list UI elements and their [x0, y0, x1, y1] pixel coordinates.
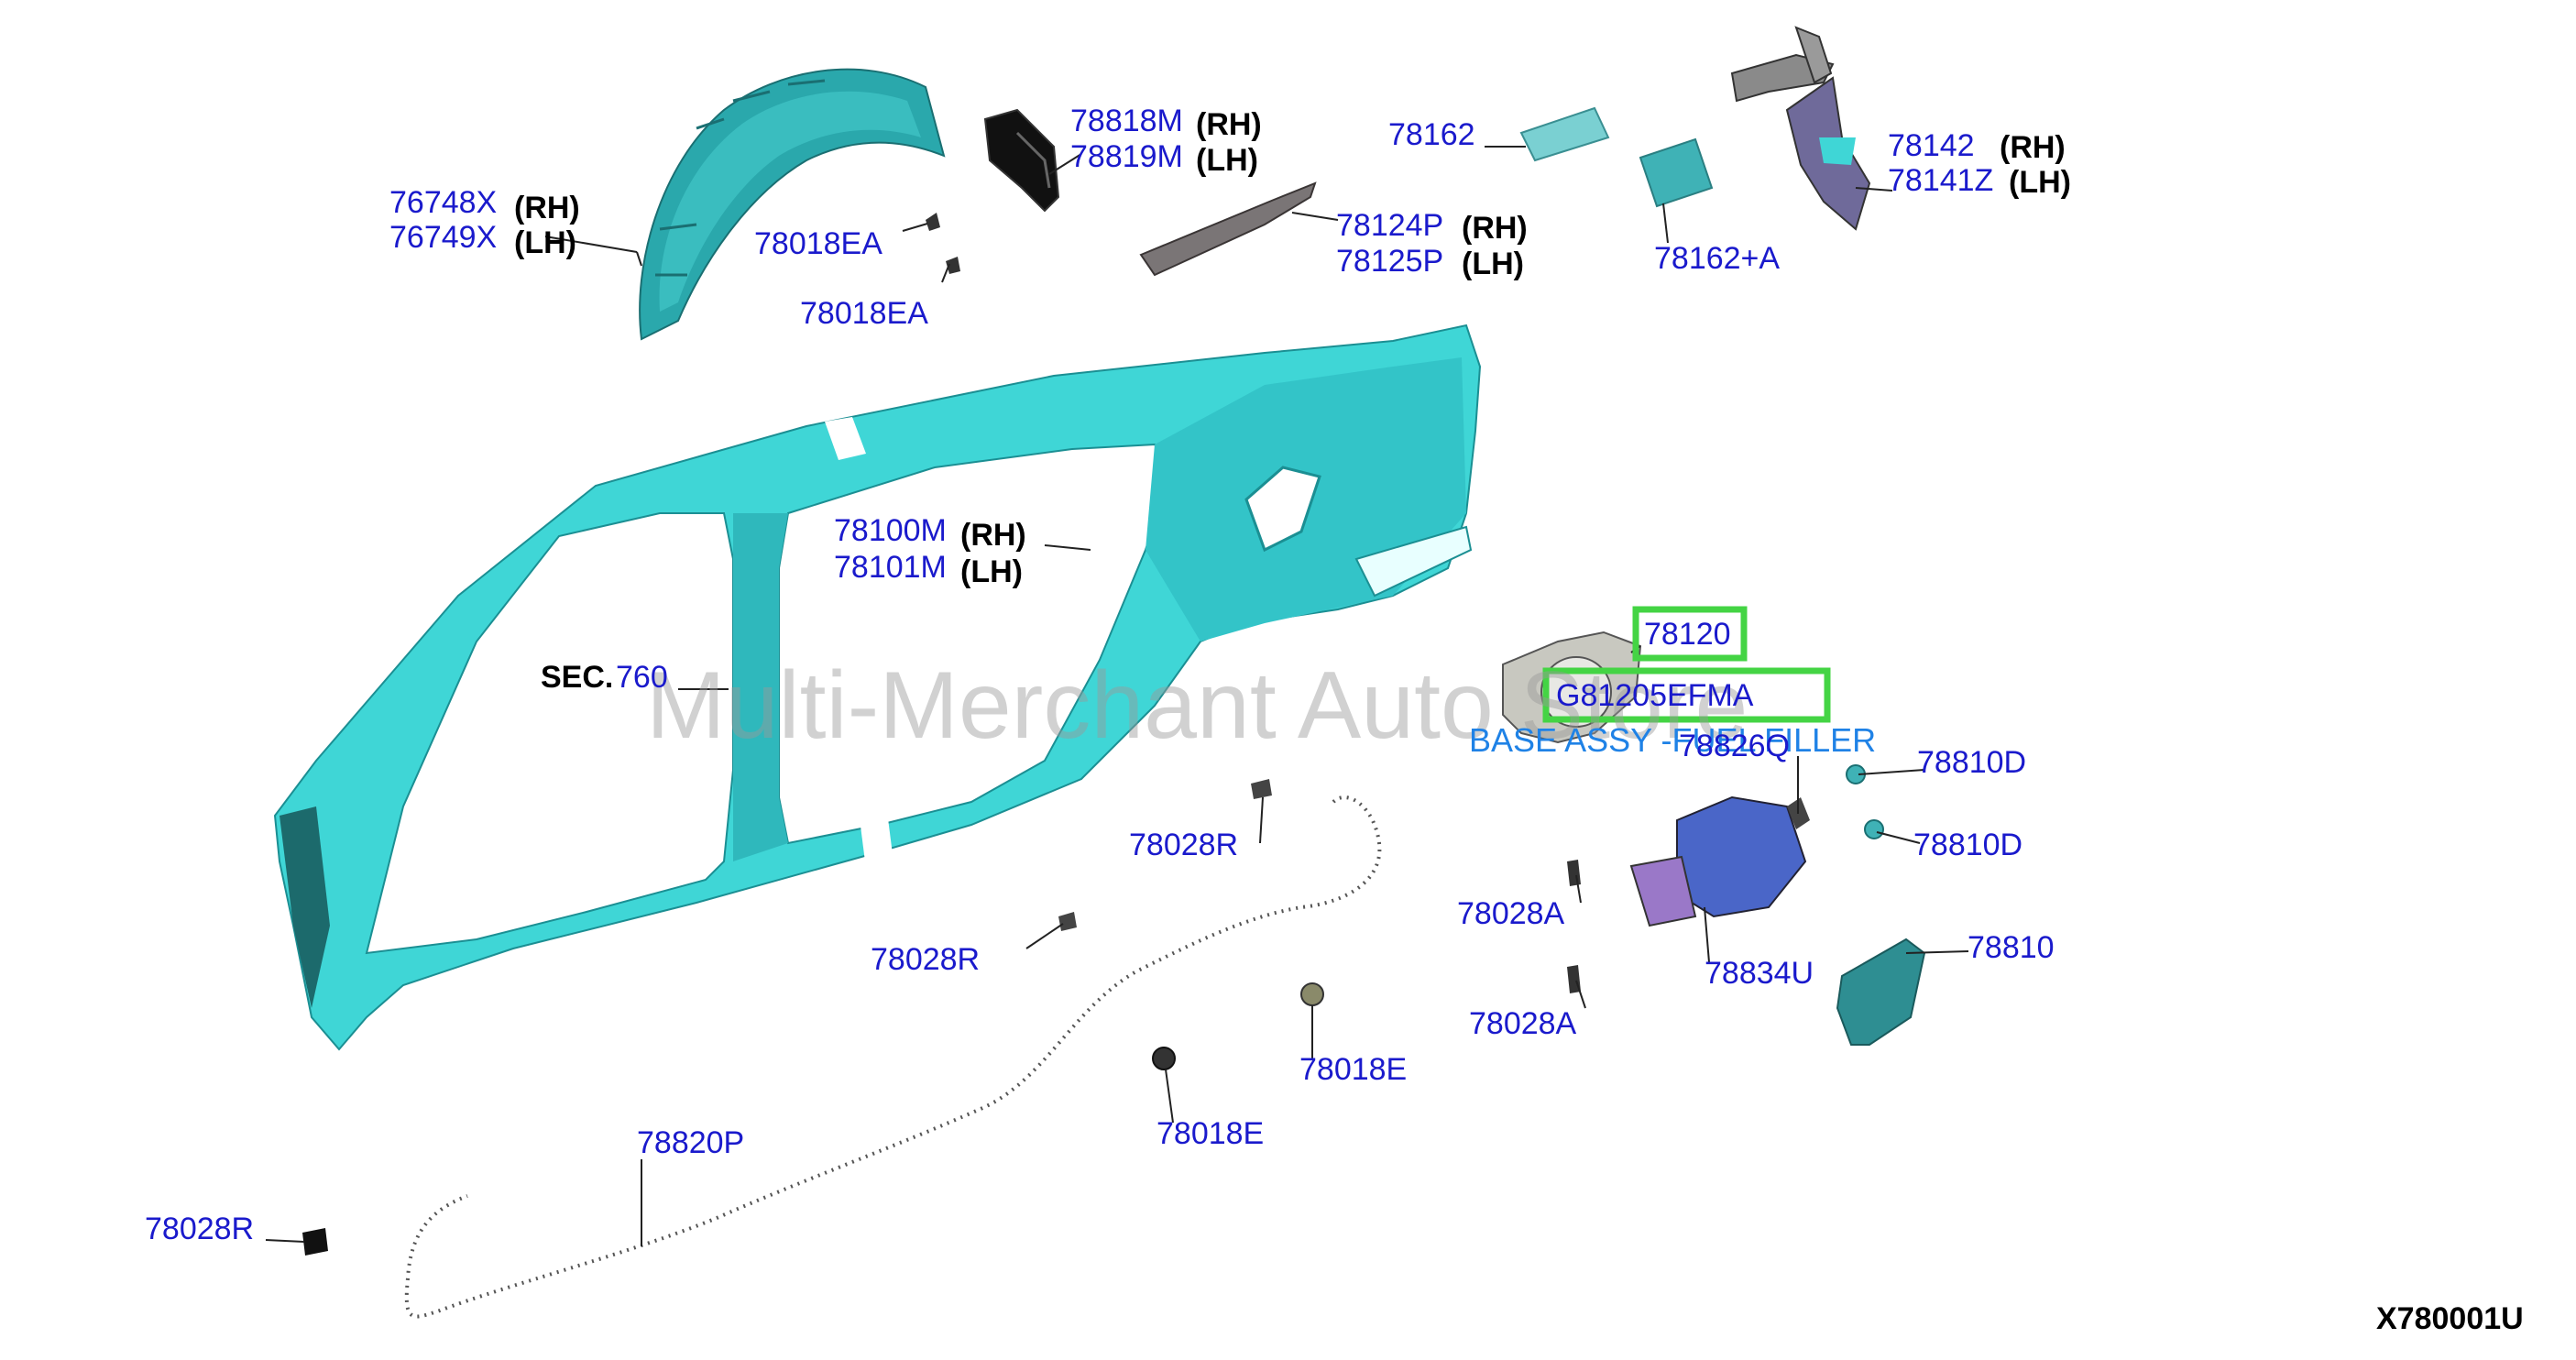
label-78028r[interactable]: 78028R [871, 942, 980, 977]
fuel-filler-housing[interactable] [1629, 795, 1807, 927]
watermark: Multi-Merchant Auto Store [646, 653, 1748, 759]
fuel-filler-base[interactable] [1502, 631, 1642, 744]
label-78141z[interactable]: 78141Z [1888, 163, 1993, 198]
label-78101m[interactable]: 78101M [834, 550, 947, 585]
selected-part-number[interactable]: G81205EFMA [1556, 678, 1754, 713]
label-78125p[interactable]: 78125P [1336, 244, 1443, 279]
label-78028a[interactable]: 78028A [1457, 896, 1565, 931]
label-lh: (LH) [960, 554, 1023, 589]
pad-78162[interactable] [1519, 106, 1610, 162]
label-78100m[interactable]: 78100M [834, 513, 947, 548]
label-78018e[interactable]: 78018E [1156, 1116, 1264, 1151]
part-labels: 76748X (RH) 76749X (LH) 78818M (RH) 7881… [145, 104, 2071, 1246]
label-78028a[interactable]: 78028A [1469, 1006, 1577, 1041]
body-side-outer-panel[interactable] [273, 324, 1482, 1051]
label-78819m[interactable]: 78819M [1070, 139, 1183, 174]
bumper-78810d[interactable] [1846, 764, 1884, 839]
label-78826q[interactable]: 78826Q [1679, 729, 1790, 763]
label-rh: (RH) [960, 518, 1026, 553]
label-78018e[interactable]: 78018E [1299, 1052, 1407, 1087]
grommets-78018e [1152, 982, 1324, 1070]
label-78820p[interactable]: 78820P [637, 1125, 744, 1160]
label-78810[interactable]: 78810 [1968, 930, 2055, 965]
label-rh: (RH) [1196, 107, 1262, 142]
pad-78162a[interactable] [1639, 137, 1714, 208]
label-78028r[interactable]: 78028R [145, 1212, 254, 1246]
label-lh: (LH) [1462, 247, 1524, 281]
quarter-bracket-78818[interactable] [983, 108, 1060, 213]
label-78120[interactable]: 78120 [1644, 617, 1731, 652]
label-78142[interactable]: 78142 [1888, 128, 1975, 163]
selected-part-description: BASE ASSY -FUEL FILLER [1469, 721, 1876, 759]
label-rh: (RH) [2000, 130, 2066, 165]
label-78124p[interactable]: 78124P [1336, 208, 1443, 243]
label-76749x[interactable]: 76749X [389, 220, 497, 255]
label-76748x[interactable]: 76748X [389, 185, 497, 220]
label-78028r[interactable]: 78028R [1129, 828, 1238, 862]
label-78162a[interactable]: 78162+A [1654, 241, 1780, 276]
leader-lines [265, 146, 1969, 1246]
section-ref-prefix: SEC. [541, 660, 613, 695]
section-ref-760[interactable]: 760 [616, 660, 668, 695]
label-78810d[interactable]: 78810D [1913, 828, 2022, 862]
clip-78018ea[interactable] [926, 213, 960, 274]
fuel-filler-lid-78810[interactable] [1836, 938, 1926, 1046]
label-78810d[interactable]: 78810D [1917, 745, 2026, 780]
label-78018ea[interactable]: 78018EA [754, 226, 882, 261]
highlight-box-78120 [1632, 606, 1748, 662]
quarter-extension-78124[interactable] [1139, 181, 1317, 277]
bracket-78142[interactable] [1730, 26, 1871, 231]
label-78162[interactable]: 78162 [1388, 117, 1475, 152]
label-lh: (LH) [1196, 143, 1258, 178]
label-rh: (RH) [514, 191, 580, 225]
highlight-box-selected-part [1542, 667, 1831, 723]
label-78818m[interactable]: 78818M [1070, 104, 1183, 138]
label-lh: (LH) [514, 225, 576, 260]
label-lh: (LH) [2009, 165, 2071, 200]
label-78018ea[interactable]: 78018EA [800, 296, 928, 331]
wheel-house-liner[interactable] [639, 68, 946, 341]
label-rh: (RH) [1462, 211, 1528, 246]
label-78834u[interactable]: 78834U [1705, 956, 1814, 991]
diagram-code: X780001U [2376, 1301, 2524, 1336]
